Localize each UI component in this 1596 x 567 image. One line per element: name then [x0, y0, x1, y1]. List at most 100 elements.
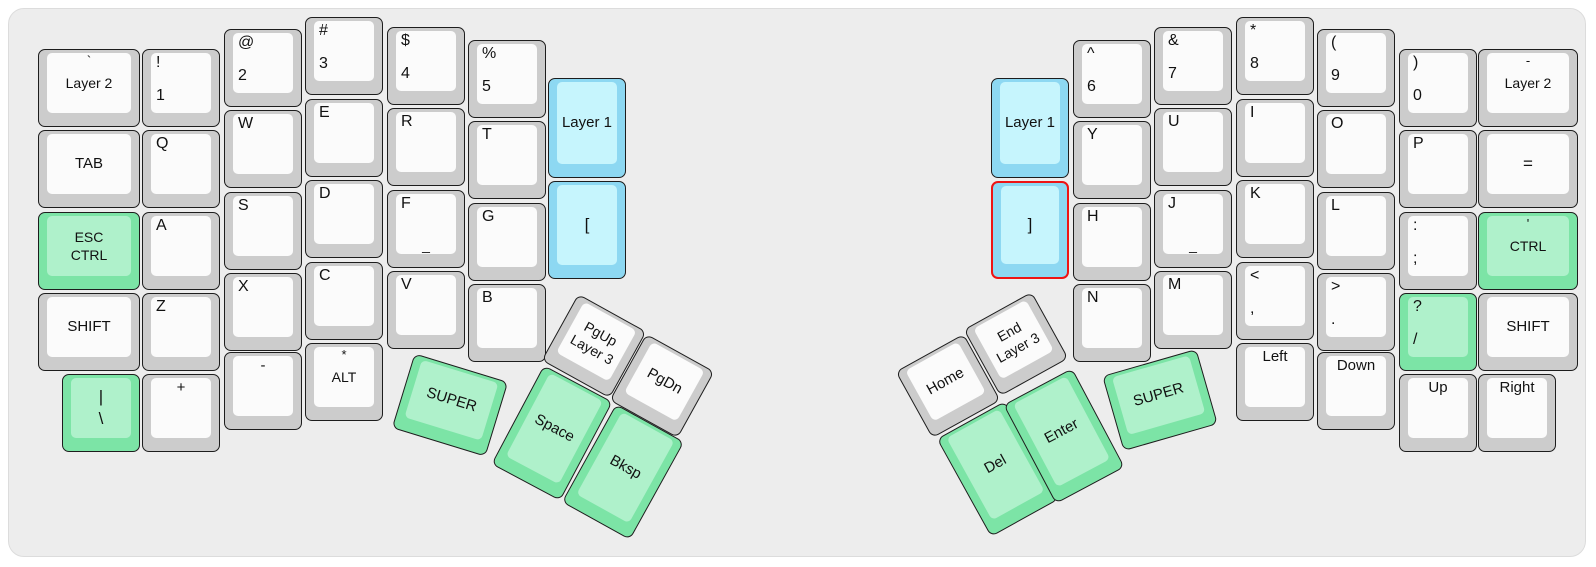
key-star-alt[interactable]: *ALT — [305, 343, 383, 421]
key-r[interactable]: R — [387, 108, 465, 186]
key-legend-main: 0 — [1413, 87, 1422, 104]
key-t[interactable]: T — [468, 121, 546, 199]
key-c[interactable]: C — [305, 262, 383, 340]
key-colon-semicolon[interactable]: :; — [1399, 212, 1477, 290]
key-d[interactable]: D — [305, 180, 383, 258]
key-o[interactable]: O — [1317, 110, 1395, 188]
key-legend-main: F — [401, 195, 411, 212]
key-legend-main: 5 — [482, 78, 491, 95]
key-h[interactable]: H — [1073, 203, 1151, 281]
key-l[interactable]: L — [1317, 192, 1395, 270]
key-legend-line: Enter — [1041, 415, 1082, 448]
key-legend-line: SHIFT — [67, 318, 111, 336]
key-i[interactable]: I — [1236, 99, 1314, 177]
key-w[interactable]: W — [224, 110, 302, 188]
keycap-top: - — [233, 356, 293, 416]
key-m[interactable]: M — [1154, 271, 1232, 349]
key-8[interactable]: *8 — [1236, 17, 1314, 95]
key-legend-main: P — [1413, 135, 1424, 152]
key-layer1-right[interactable]: Layer 1 — [991, 78, 1069, 178]
key-legend-shift: : — [1413, 217, 1418, 234]
key-x[interactable]: X — [224, 273, 302, 351]
key-quote-ctrl[interactable]: 'CTRL — [1478, 212, 1578, 290]
key-legend-shift: * — [341, 347, 347, 362]
key-shift-right[interactable]: SHIFT — [1478, 293, 1578, 371]
key-5[interactable]: %5 — [468, 40, 546, 118]
key-legend-shift: $ — [401, 32, 410, 49]
key-n[interactable]: N — [1073, 284, 1151, 362]
key-minus-layer2[interactable]: -Layer 2 — [1478, 49, 1578, 127]
key-comma[interactable]: <, — [1236, 262, 1314, 340]
key-9[interactable]: (9 — [1317, 29, 1395, 107]
key-legend-main: - — [260, 357, 266, 374]
key-e[interactable]: E — [305, 99, 383, 177]
key-z[interactable]: Z — [142, 293, 220, 371]
key-1[interactable]: !1 — [142, 49, 220, 127]
key-4[interactable]: $4 — [387, 27, 465, 105]
keycap-top: Y — [1082, 125, 1142, 185]
key-p[interactable]: P — [1399, 130, 1477, 208]
key-3[interactable]: #3 — [305, 17, 383, 95]
key-question-slash[interactable]: ?/ — [1399, 293, 1477, 371]
key-left-bracket[interactable]: [ — [548, 181, 626, 279]
key-legend-center: Layer 2 — [47, 53, 131, 113]
keycap-top: Layer 1 — [1000, 82, 1060, 164]
key-a[interactable]: A — [142, 212, 220, 290]
key-f[interactable]: F_ — [387, 190, 465, 268]
key-b[interactable]: B — [468, 284, 546, 362]
key-legend-shift: * — [1250, 22, 1257, 39]
key-s[interactable]: S — [224, 192, 302, 270]
key-legend-shift: # — [319, 22, 328, 39]
key-legend-line: ] — [1027, 214, 1033, 234]
key-equals[interactable]: = — [1478, 130, 1578, 208]
key-legend-main: D — [319, 185, 331, 202]
key-shift-left[interactable]: SHIFT — [38, 293, 140, 371]
key-legend-shift: ^ — [1087, 45, 1095, 62]
keycap-top: @2 — [233, 33, 293, 93]
keycap-top: A — [151, 216, 211, 276]
key-legend-shift: @ — [238, 34, 255, 51]
keycap-top: Down — [1326, 356, 1386, 416]
key-6[interactable]: ^6 — [1073, 40, 1151, 118]
key-right-arrow[interactable]: Right — [1478, 374, 1556, 452]
key-q[interactable]: Q — [142, 130, 220, 208]
key-j[interactable]: J_ — [1154, 190, 1232, 268]
key-legend-main: H — [1087, 208, 1099, 225]
key-legend-center: TAB — [47, 134, 131, 194]
key-right-bracket[interactable]: ] — [991, 181, 1069, 279]
keycap-top: U — [1163, 112, 1223, 172]
keycap-top: (9 — [1326, 33, 1386, 93]
key-minus-left[interactable]: - — [224, 352, 302, 430]
key-layer1-left[interactable]: Layer 1 — [548, 78, 626, 178]
keycap-top: N — [1082, 288, 1142, 348]
keycap-top: M — [1163, 275, 1223, 335]
key-legend-shift: ' — [1526, 216, 1530, 231]
key-legend-line: [ — [584, 214, 590, 234]
key-7[interactable]: &7 — [1154, 27, 1232, 105]
key-tab[interactable]: TAB — [38, 130, 140, 208]
key-g[interactable]: G — [468, 203, 546, 281]
key-legend-line: PgDn — [644, 364, 686, 398]
key-u[interactable]: U — [1154, 108, 1232, 186]
key-v[interactable]: V — [387, 271, 465, 349]
keycap-top: Left — [1245, 347, 1305, 407]
key-up-arrow[interactable]: Up — [1399, 374, 1477, 452]
key-plus[interactable]: + — [142, 374, 220, 452]
key-legend-line: SUPER — [1131, 379, 1186, 411]
key-legend-main: G — [482, 208, 495, 225]
key-pipe-backslash[interactable]: |\ — [62, 374, 140, 452]
key-2[interactable]: @2 — [224, 29, 302, 107]
key-k[interactable]: K — [1236, 180, 1314, 258]
key-down-arrow[interactable]: Down — [1317, 352, 1395, 430]
key-period[interactable]: >. — [1317, 273, 1395, 351]
keycap-top: G — [477, 207, 537, 267]
key-legend-main: 3 — [319, 55, 328, 72]
keycap-top: ] — [1001, 186, 1059, 264]
keycap-top: &7 — [1163, 31, 1223, 91]
key-y[interactable]: Y — [1073, 121, 1151, 199]
key-left-arrow[interactable]: Left — [1236, 343, 1314, 421]
key-grave-layer2[interactable]: `Layer 2 — [38, 49, 140, 127]
key-0[interactable]: )0 — [1399, 49, 1477, 127]
